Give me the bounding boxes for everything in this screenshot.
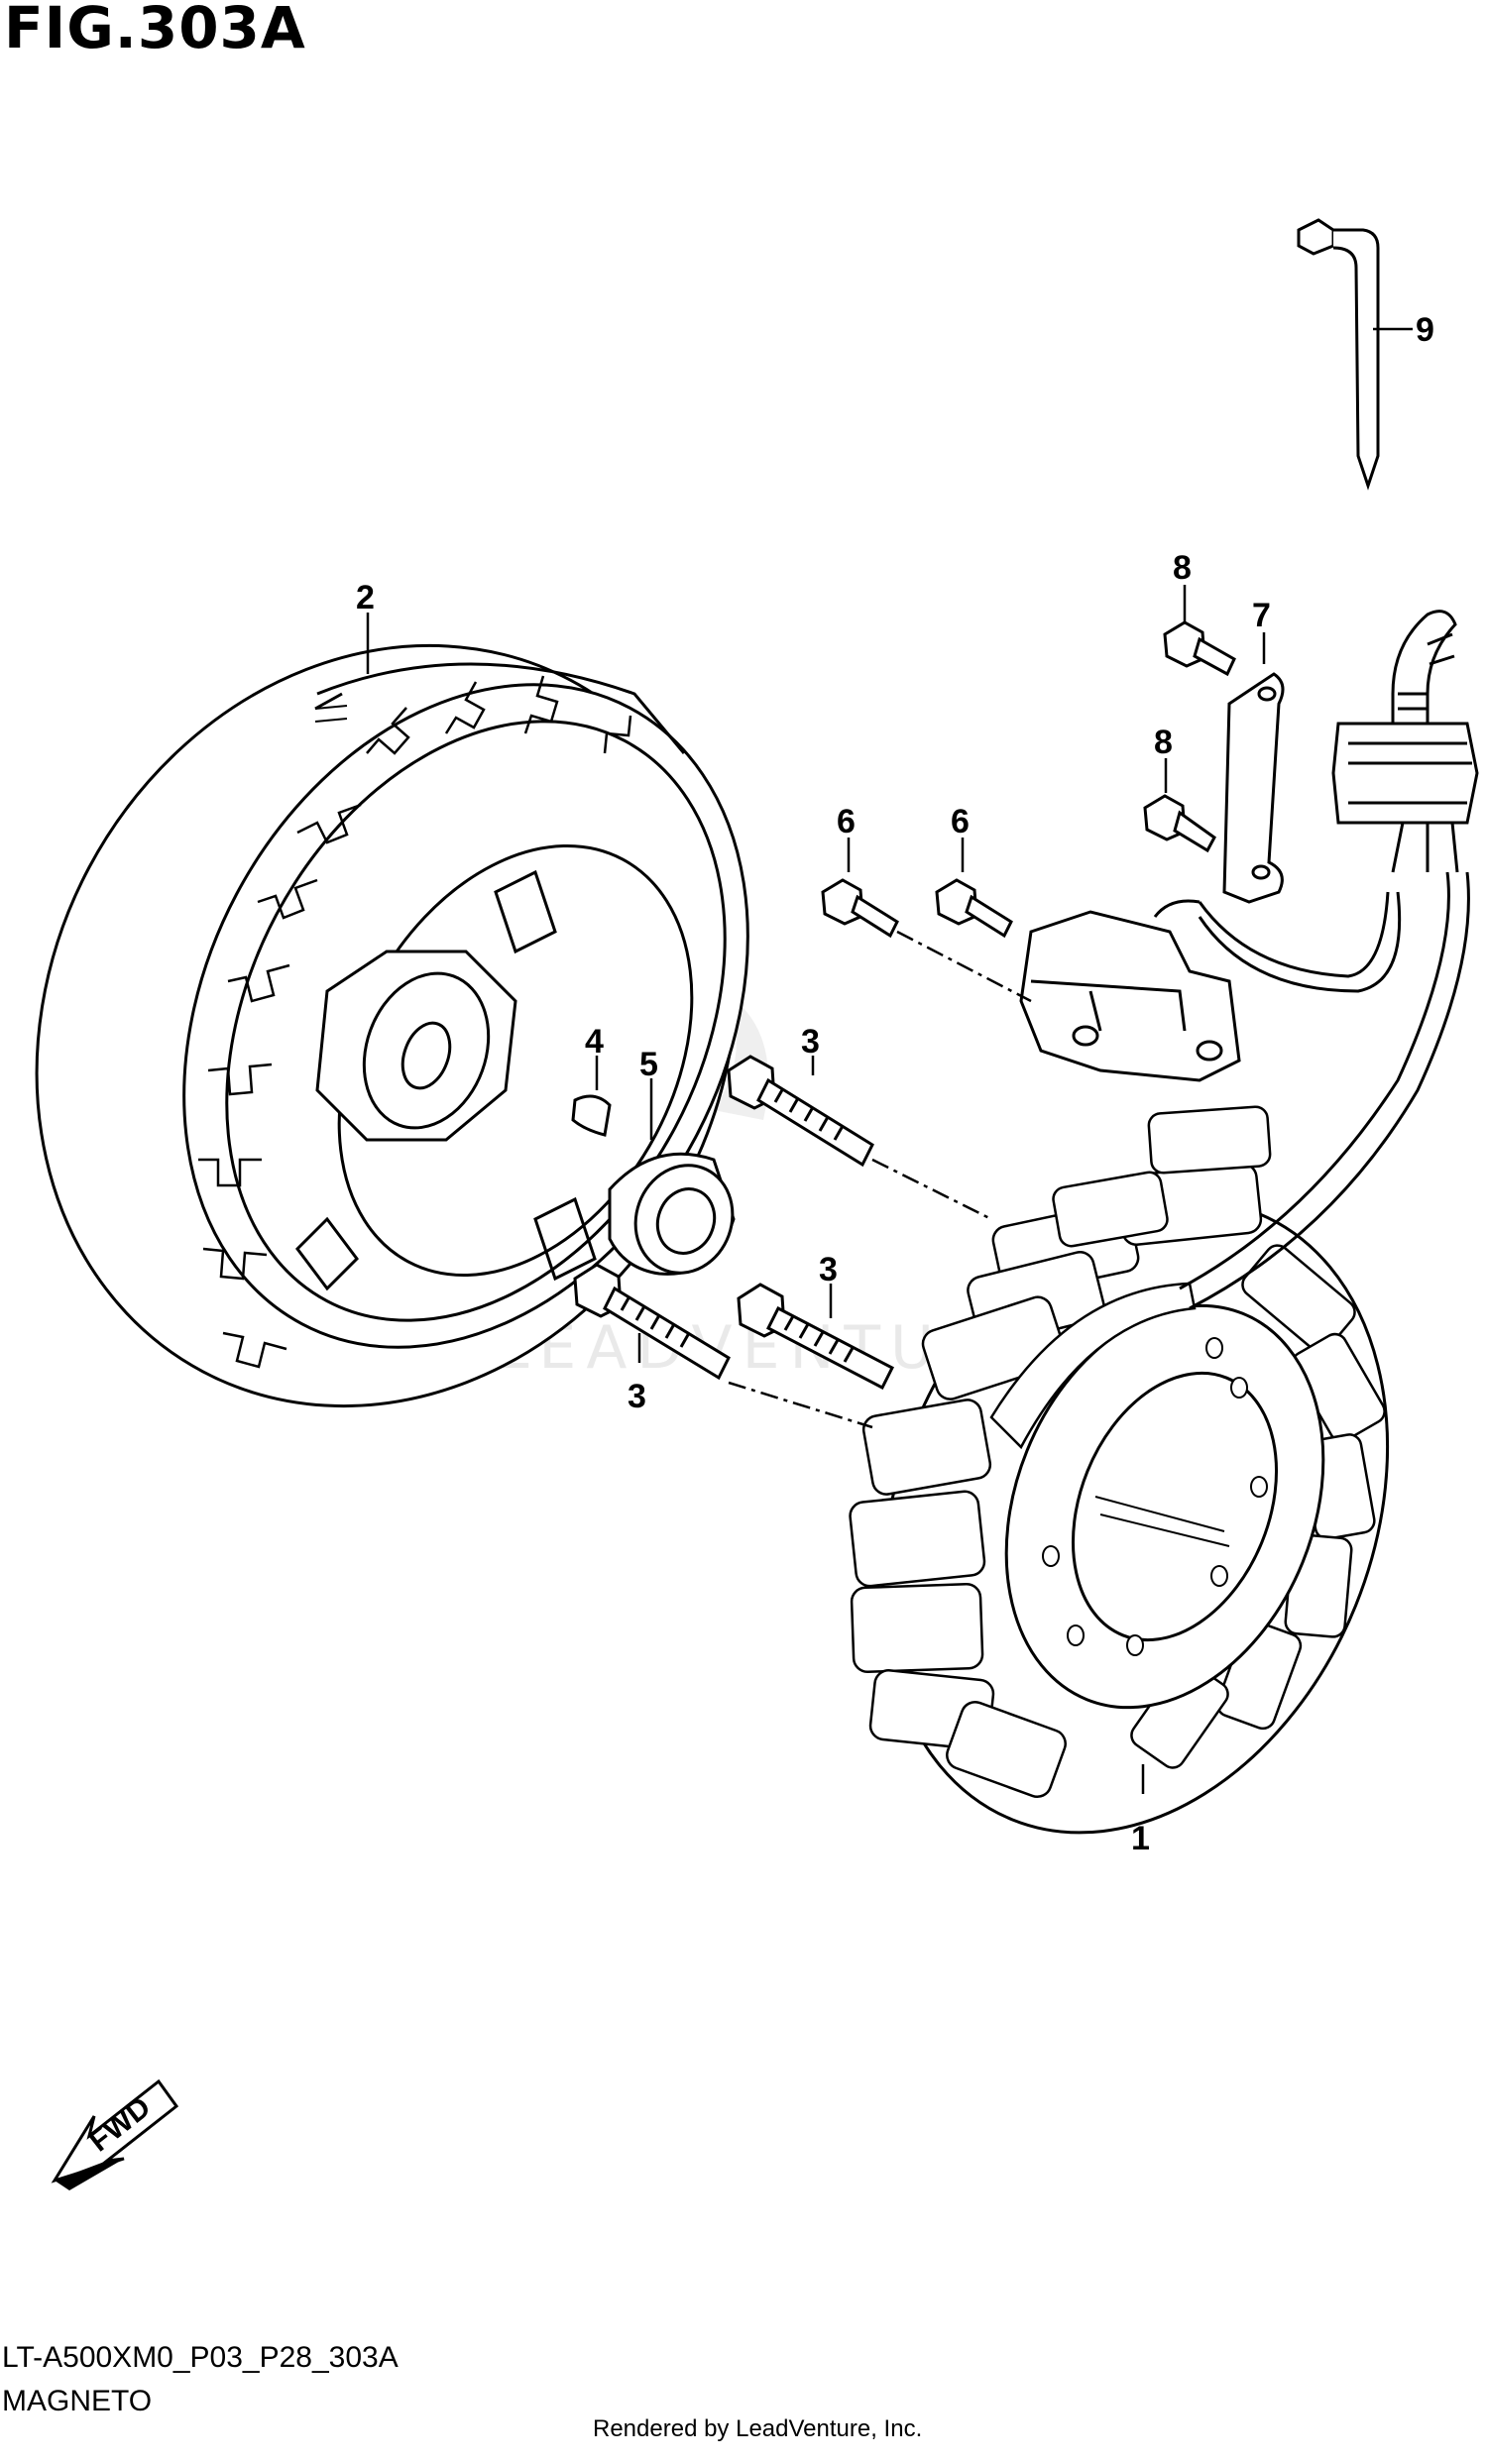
wire-lead-part — [1297, 218, 1380, 491]
pickup-screw-left — [821, 878, 899, 939]
callout-2: 2 — [356, 579, 375, 616]
stator-bolt-upper — [727, 1055, 874, 1168]
callout-4: 4 — [585, 1023, 604, 1061]
callout-3-upper: 3 — [801, 1023, 820, 1061]
figure-title: FIG.303A — [4, 0, 306, 61]
rotor-nut-part — [608, 1152, 736, 1276]
stator-coil-part — [849, 1105, 1390, 1835]
fwd-arrow: FWD — [51, 2078, 179, 2190]
callout-3-middle: 3 — [819, 1251, 838, 1288]
callout-8-upper: 8 — [1173, 549, 1192, 587]
pickup-bracket-part — [1222, 672, 1285, 904]
pickup-screw-right — [935, 878, 1013, 939]
diagram-code: LT-A500XM0_P03_P28_303A — [2, 2341, 399, 2374]
callout-7: 7 — [1252, 597, 1271, 634]
callout-5: 5 — [639, 1046, 658, 1083]
render-credit: Rendered by LeadVenture, Inc. — [593, 2415, 923, 2442]
bracket-bolt-lower — [1143, 794, 1216, 853]
callout-1: 1 — [1131, 1820, 1150, 1857]
leader-lines — [366, 327, 1413, 1794]
stator-bolt-holes — [1042, 1337, 1268, 1656]
rotor-magnet-slots — [198, 675, 632, 1369]
callout-6-left: 6 — [837, 803, 856, 840]
section-name: MAGNETO — [2, 2385, 153, 2417]
stator-bolt-lower — [573, 1263, 731, 1381]
wire-harness — [1179, 610, 1479, 1310]
bracket-bolt-upper — [1163, 620, 1236, 677]
callout-9: 9 — [1416, 311, 1434, 349]
flywheel-rotor-part — [35, 643, 749, 1408]
callout-8-lower: 8 — [1154, 724, 1173, 761]
callout-3-lower: 3 — [628, 1378, 646, 1415]
callout-6-right: 6 — [951, 803, 970, 840]
pickup-coil — [1019, 899, 1241, 1082]
woodruff-key-part — [571, 1094, 612, 1137]
stator-bolt-middle — [737, 1283, 895, 1391]
